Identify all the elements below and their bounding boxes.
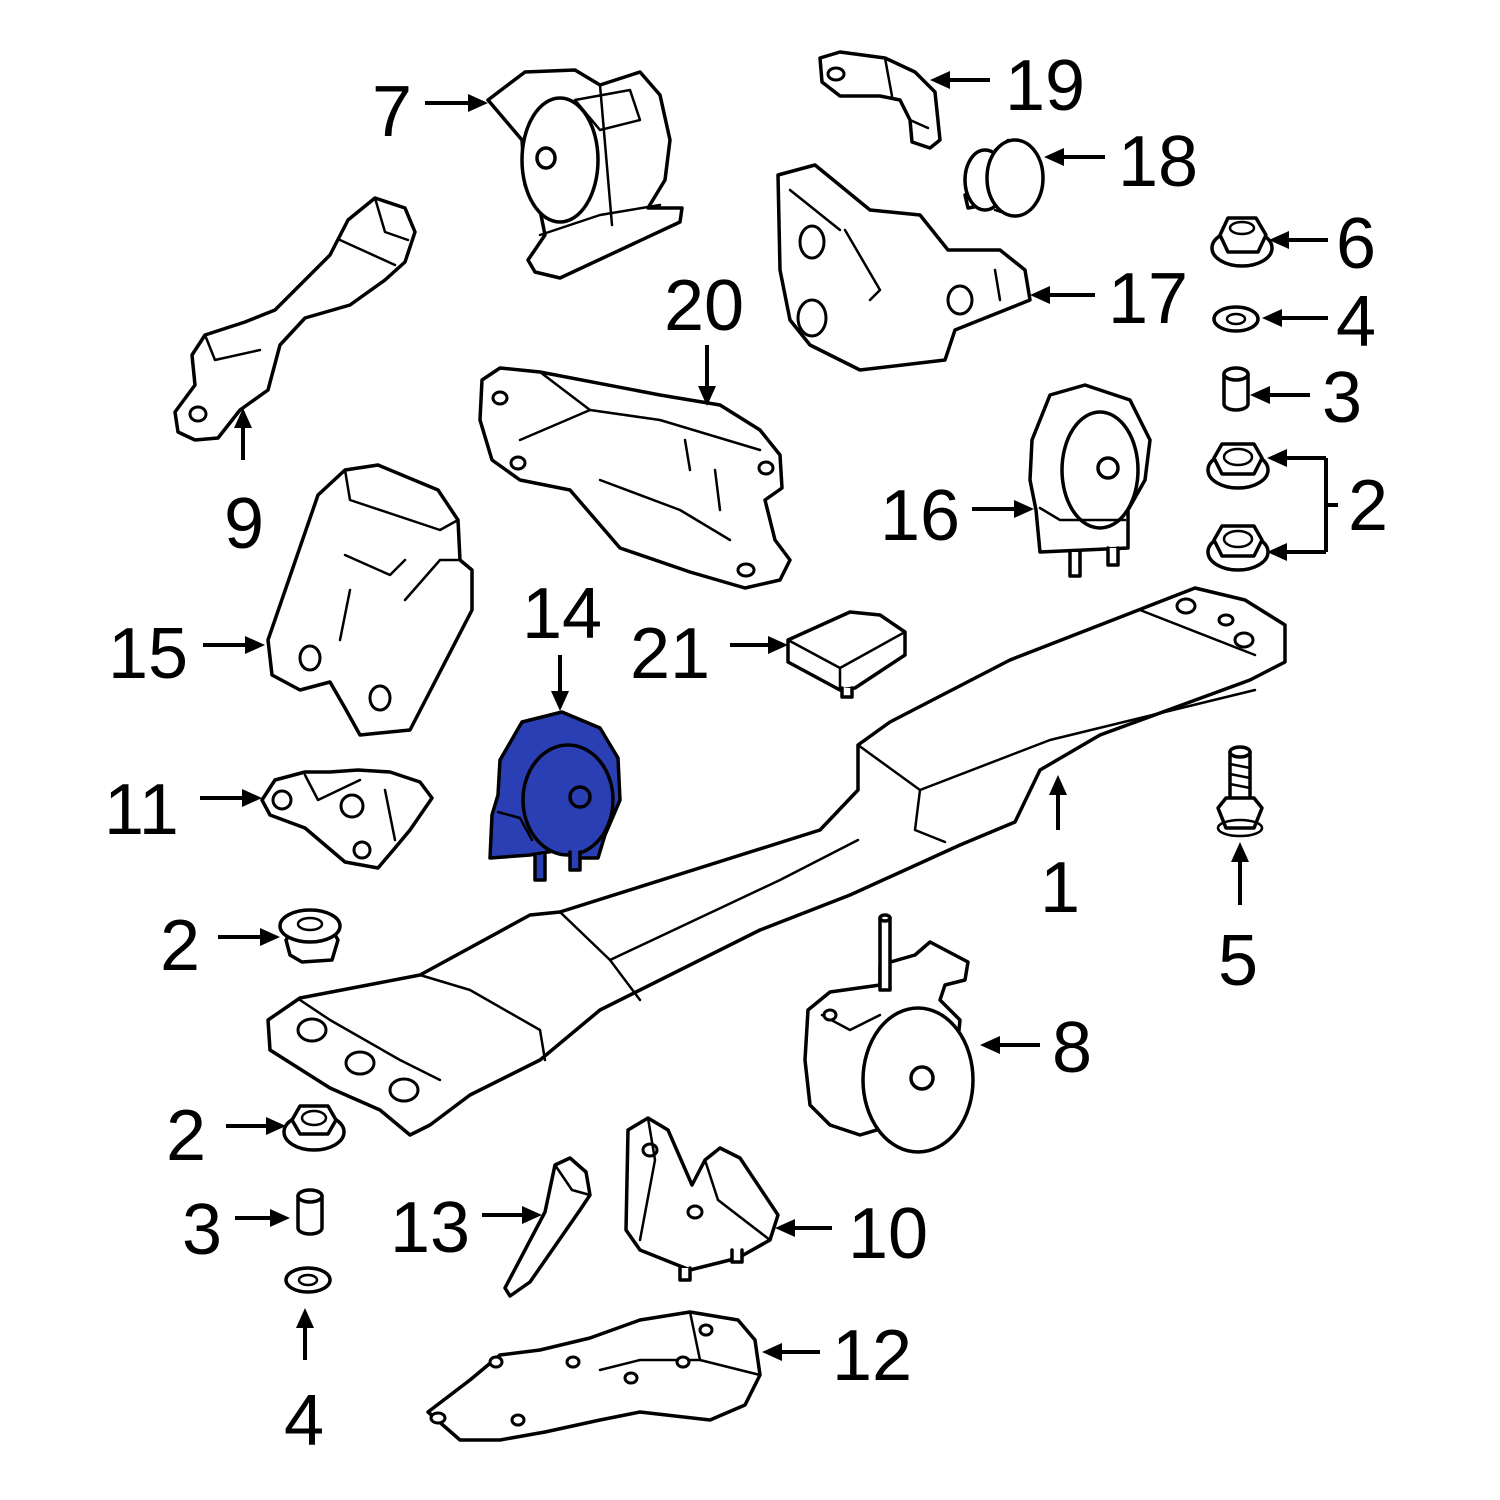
callout-21: 21 [630,614,710,694]
part-7-engine-mount[interactable] [486,68,684,280]
callout-1: 1 [1040,848,1080,928]
part-19-bracket[interactable] [818,50,942,150]
part-6-flange-nut[interactable] [1210,216,1274,268]
callout-2-left-lower: 2 [166,1096,206,1176]
callout-9: 9 [224,484,264,564]
part-3-spacer-right[interactable] [1222,366,1250,412]
callout-14: 14 [522,574,602,654]
part-18-bushing[interactable] [963,138,1045,218]
callout-19: 19 [1005,46,1085,126]
part-21-pad[interactable] [786,610,907,699]
callout-7: 7 [372,72,412,152]
callout-17: 17 [1108,259,1188,339]
part-4-washer-left[interactable] [284,1266,332,1294]
part-16-mount[interactable] [1028,383,1152,578]
callout-3-right: 3 [1322,358,1362,438]
callout-15: 15 [108,614,188,694]
leader-lines [200,71,1338,1361]
callout-20: 20 [664,266,744,346]
callout-4-right: 4 [1336,282,1376,362]
part-10-bracket[interactable] [624,1116,780,1282]
callout-10: 10 [848,1194,928,1274]
part-8-engine-mount[interactable] [803,913,975,1154]
part-15-bracket[interactable] [266,463,474,737]
part-12-plate[interactable] [426,1310,762,1442]
part-17-mount-bracket[interactable] [776,163,1032,372]
part-2-nut-right-lower[interactable] [1206,524,1270,572]
callout-16: 16 [880,476,960,556]
part-2-nut-left-upper[interactable] [278,908,342,964]
part-2-nut-left-lower[interactable] [282,1104,346,1152]
part-1-crossmember[interactable] [266,586,1287,1137]
callout-8: 8 [1052,1008,1092,1088]
callout-18: 18 [1118,122,1198,202]
part-11-bracket[interactable] [260,768,434,870]
callout-2-left-upper: 2 [160,906,200,986]
callout-13: 13 [390,1188,470,1268]
callout-5: 5 [1218,921,1258,1001]
part-2-nut-right-upper[interactable] [1206,442,1270,490]
part-4-washer-right[interactable] [1212,305,1260,333]
part-20-mount-bracket[interactable] [478,366,792,590]
callout-4-left: 4 [284,1381,324,1461]
callout-2-right: 2 [1348,466,1388,546]
callout-11: 11 [104,770,179,850]
part-3-spacer-left[interactable] [296,1188,324,1236]
part-14-mount-highlighted[interactable] [488,710,622,882]
callout-3-left: 3 [182,1190,222,1270]
callout-labels: 7 19 18 6 4 3 17 2 16 20 9 15 21 14 11 1… [104,46,1388,1461]
part-9-mount-arm[interactable] [173,196,417,442]
part-13-strap[interactable] [503,1156,592,1298]
part-5-bolt[interactable] [1216,745,1264,838]
callout-6: 6 [1336,204,1376,284]
callout-12: 12 [832,1316,912,1396]
